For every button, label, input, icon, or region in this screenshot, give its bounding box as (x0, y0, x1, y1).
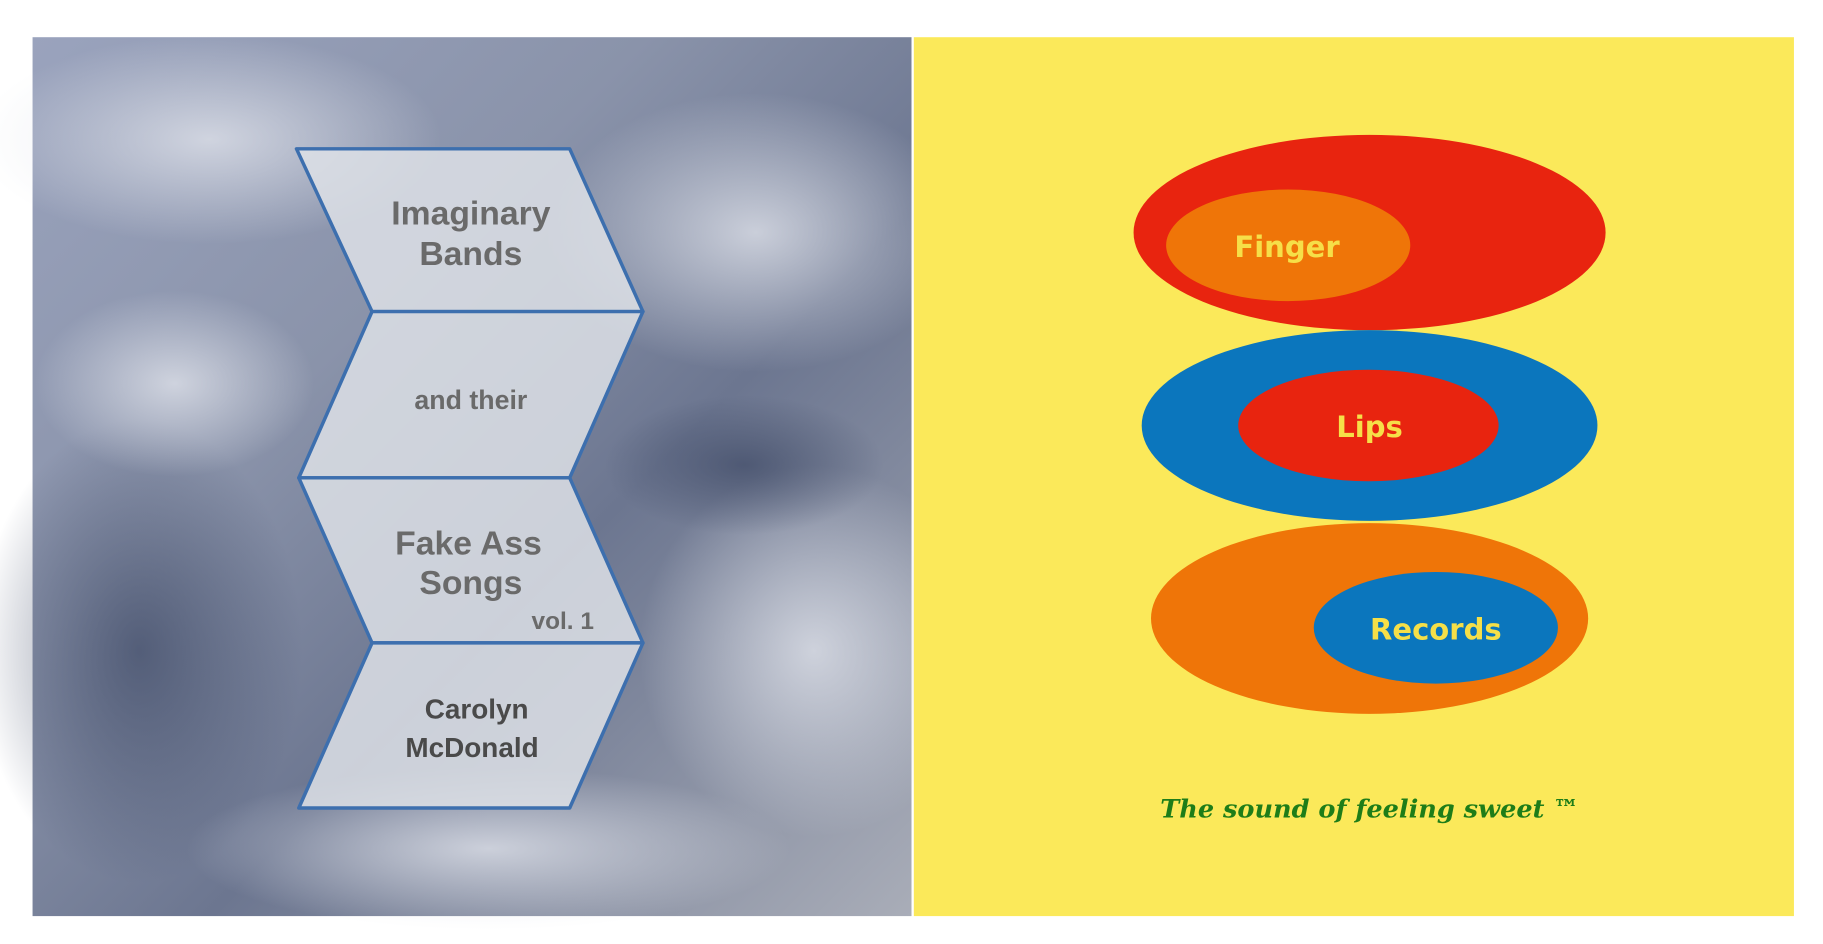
middle-inner-ellipse (1238, 369, 1499, 482)
artist-first-name: Carolyn (425, 693, 529, 724)
chevron-panel-4 (297, 641, 645, 810)
title-connector: and their (414, 385, 527, 415)
artist-last-name: McDonald (405, 732, 538, 763)
bottom-inner-ellipse (1313, 571, 1558, 684)
title-line-4: Songs (419, 564, 522, 602)
tagline: The sound of feeling sweet ™ (1160, 794, 1579, 824)
chevron-stack (294, 147, 645, 810)
left-album-cover: Imaginary Bands and their Fake Ass Songs… (0, 34, 989, 931)
volume-label: vol. 1 (532, 608, 594, 635)
title-line-2: Bands (419, 235, 522, 273)
right-album-cover: Finger Lips Records The sound of feeling… (913, 37, 1794, 917)
title-line-1: Imaginary (391, 194, 550, 232)
label-lips: Lips (1336, 410, 1403, 444)
top-inner-ellipse (1166, 189, 1411, 302)
label-records: Records (1370, 612, 1502, 646)
label-finger: Finger (1234, 230, 1340, 264)
title-line-3: Fake Ass (395, 525, 542, 563)
